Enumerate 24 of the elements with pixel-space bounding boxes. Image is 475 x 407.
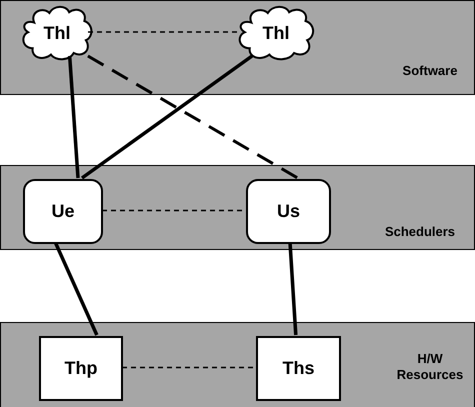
- dashed-connector: [102, 210, 245, 212]
- connector-line: [288, 242, 298, 336]
- dashed-connector: [88, 31, 240, 33]
- dashed-connector: [122, 366, 255, 368]
- node-label: Ths: [282, 358, 314, 379]
- layer-band: [0, 322, 475, 407]
- connector-line: [54, 242, 98, 336]
- node-label: Ue: [51, 201, 74, 222]
- layer-band: [0, 165, 475, 250]
- connector-line: [80, 54, 254, 180]
- layer-label: Software: [402, 63, 458, 80]
- process-box: [39, 336, 123, 401]
- rounded-box: [246, 179, 331, 244]
- rounded-box: [23, 179, 103, 244]
- node-label: Us: [276, 201, 300, 222]
- dashed-connector: [87, 54, 298, 180]
- layer-label: Schedulers: [384, 224, 456, 240]
- node-label: Thl: [262, 22, 290, 44]
- node-label: Thp: [64, 358, 98, 379]
- connector-line: [68, 56, 80, 178]
- process-box: [256, 336, 341, 401]
- layer-label: H/W Resources: [396, 351, 464, 384]
- node-label: Thl: [44, 22, 70, 44]
- layer-band: [0, 0, 475, 95]
